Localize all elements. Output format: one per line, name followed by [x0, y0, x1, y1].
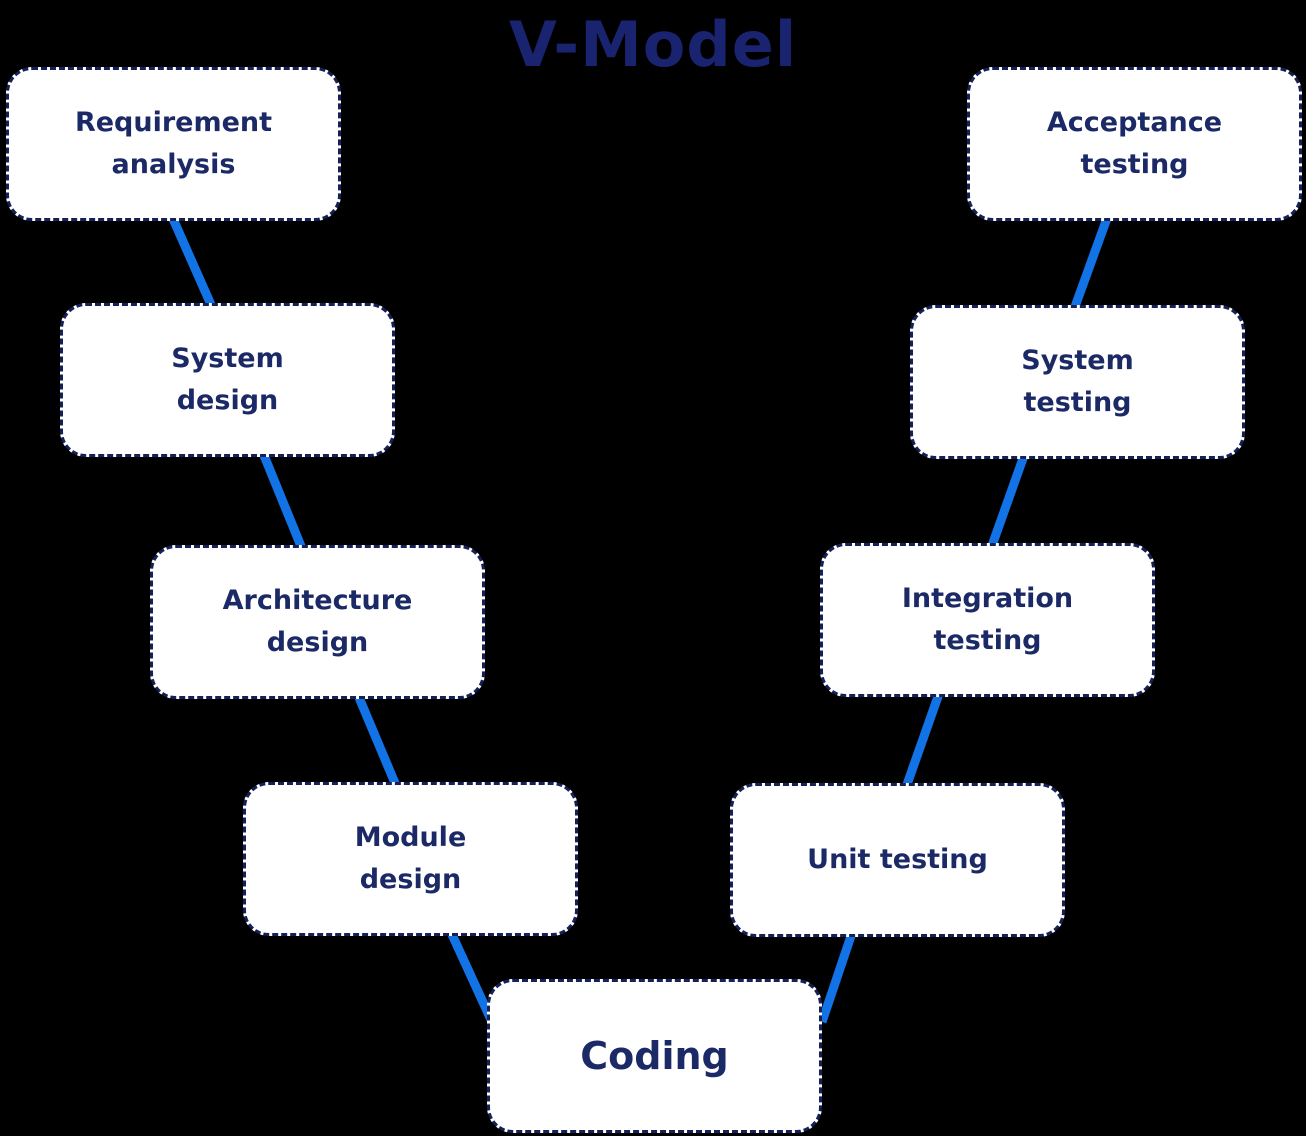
node-system-design: System design — [60, 303, 395, 457]
node-label-line: Acceptance — [1046, 107, 1223, 138]
connector-module-coding — [444, 926, 498, 1026]
node-label-line: Requirement — [74, 107, 273, 138]
node-label-line: analysis — [111, 149, 236, 180]
node-label-line: System — [171, 343, 284, 374]
node-label-line: Module — [354, 822, 467, 853]
node-module-design: Module design — [243, 782, 578, 936]
node-label-line: Architecture — [222, 585, 413, 616]
connector-req-sysdesign — [165, 210, 221, 318]
node-architecture-design: Architecture design — [150, 545, 485, 699]
connector-sysdesign-arch — [256, 446, 310, 558]
connector-systest-acceptance — [1067, 208, 1115, 317]
node-label-line: Unit testing — [807, 844, 988, 875]
connector-arch-module — [350, 686, 405, 797]
connector-coding-unit — [817, 928, 858, 1024]
node-unit-testing: Unit testing — [730, 783, 1065, 937]
node-requirement-analysis: Requirement analysis — [6, 67, 341, 221]
connector-integration-systest — [984, 448, 1031, 556]
node-acceptance-testing: Acceptance testing — [967, 67, 1302, 221]
node-label-line: testing — [1080, 149, 1189, 180]
connector-unit-integration — [899, 686, 946, 795]
node-label-line: design — [359, 864, 462, 895]
node-integration-testing: Integration testing — [820, 543, 1155, 697]
node-label-line: Integration — [901, 583, 1074, 614]
node-label-line: Coding — [580, 1034, 729, 1078]
node-label-line: System — [1021, 345, 1134, 376]
node-label-line: testing — [933, 625, 1042, 656]
node-coding: Coding — [487, 979, 822, 1133]
node-system-testing: System testing — [910, 305, 1245, 459]
node-label-line: design — [176, 385, 279, 416]
node-label-line: design — [266, 627, 369, 658]
diagram-title: V-Model — [508, 8, 798, 81]
node-label-line: testing — [1023, 387, 1132, 418]
